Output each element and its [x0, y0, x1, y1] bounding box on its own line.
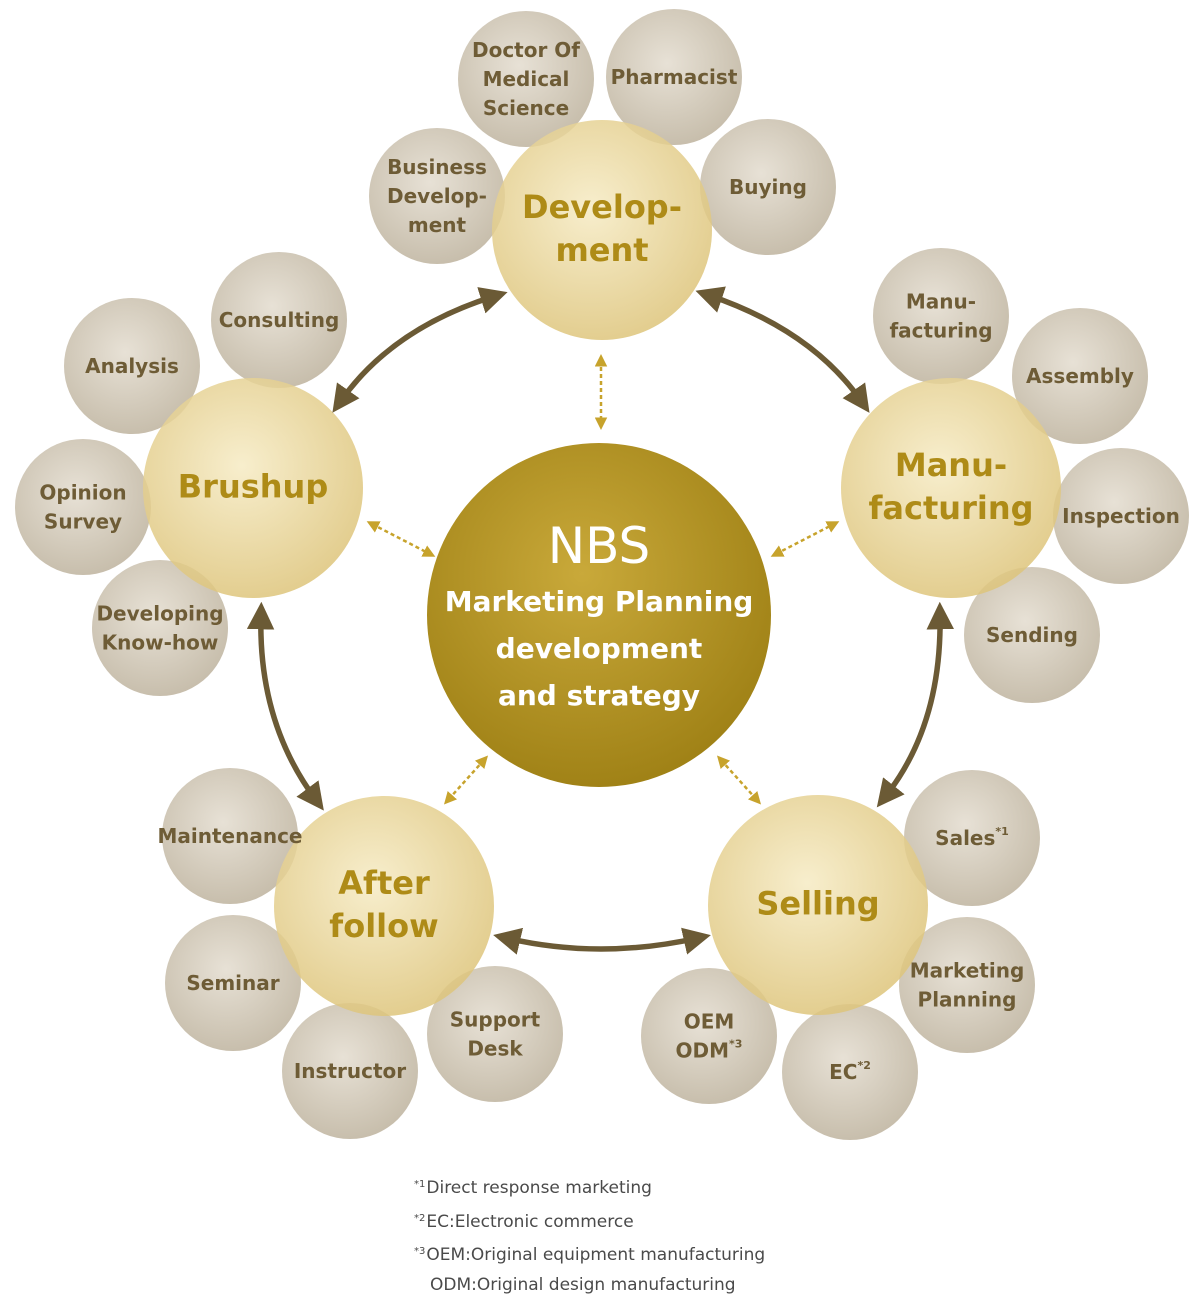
- footnote-oem: *3OEM:Original equipment manufacturing: [414, 1237, 934, 1271]
- footnote-mark: *3: [414, 1246, 426, 1257]
- footnotes: *1Direct response marketing *2EC:Electro…: [414, 1170, 934, 1300]
- satellite-sending: [964, 567, 1100, 703]
- dotted-arrow-selling: [716, 755, 762, 805]
- phase-selling: [708, 795, 928, 1015]
- arrow-manufacturing-selling: [876, 601, 955, 808]
- satellite-assembly: [1012, 308, 1148, 444]
- satellite-inspection: [1053, 448, 1189, 584]
- footnote-text: ODM:Original design manufacturing: [430, 1274, 736, 1295]
- satellite-label-manufacturing-sub: Manu-facturing: [889, 290, 992, 343]
- satellite-developing-know-how: [92, 560, 228, 696]
- phase-brushup: [143, 378, 363, 598]
- satellite-seminar: [165, 915, 301, 1051]
- satellite-pharmacist: [606, 9, 742, 145]
- dotted-arrow-brushup: [366, 521, 436, 557]
- satellite-instructor: [282, 1003, 418, 1139]
- footnote-direct-response: *1Direct response marketing: [414, 1170, 934, 1204]
- center-title: NBS: [548, 517, 651, 575]
- phase-development: [492, 120, 712, 340]
- satellite-label-consulting: Consulting: [219, 308, 340, 332]
- phase-label-development: Develop-ment: [522, 188, 682, 269]
- dotted-arrow-manufacturing: [770, 521, 840, 557]
- satellite-label-maintenance: Maintenance: [157, 824, 302, 848]
- footnote-ec: *2EC:Electronic commerce: [414, 1204, 934, 1238]
- satellite-marketing-planning: [899, 917, 1035, 1053]
- satellite-ec: [782, 1004, 918, 1140]
- footnote-text: OEM:Original equipment manufacturing: [426, 1245, 766, 1265]
- dotted-arrow-after-follow: [443, 755, 489, 805]
- satellite-consulting: [211, 252, 347, 388]
- phase-manufacturing: [841, 378, 1061, 598]
- satellite-manufacturing-sub: [873, 248, 1009, 384]
- footnote-text: Direct response marketing: [426, 1178, 652, 1198]
- footnote-mark: *1: [414, 1179, 426, 1190]
- satellite-label-assembly: Assembly: [1026, 364, 1134, 388]
- satellite-support-desk: [427, 966, 563, 1102]
- satellite-oem-odm: [641, 968, 777, 1104]
- phase-label-brushup: Brushup: [178, 468, 328, 506]
- satellite-buying: [700, 119, 836, 255]
- satellite-label-inspection: Inspection: [1062, 504, 1180, 528]
- satellite-label-seminar: Seminar: [186, 971, 279, 995]
- satellite-analysis: [64, 298, 200, 434]
- center-circle: [427, 443, 771, 787]
- satellite-label-pharmacist: Pharmacist: [611, 65, 738, 89]
- satellite-label-buying: Buying: [729, 175, 807, 199]
- satellite-doctor: [458, 11, 594, 147]
- footnote-text: EC:Electronic commerce: [426, 1211, 634, 1232]
- satellite-label-sending: Sending: [986, 623, 1078, 647]
- phase-after-follow: [274, 796, 494, 1016]
- phase-label-selling: Selling: [756, 885, 879, 923]
- satellite-opinion-survey: [15, 439, 151, 575]
- satellite-label-instructor: Instructor: [294, 1059, 406, 1083]
- satellite-label-analysis: Analysis: [85, 354, 179, 378]
- arrow-brushup-development: [332, 287, 508, 413]
- satellite-business-development: [369, 128, 505, 264]
- footnote-mark: *2: [414, 1212, 426, 1224]
- footnote-odm: ODM:Original design manufacturing: [414, 1271, 934, 1301]
- arrow-selling-after-follow: [493, 927, 711, 955]
- phase-label-manufacturing: Manu-facturing: [869, 446, 1034, 527]
- arrow-development-manufacturing: [695, 286, 870, 413]
- arrow-after-follow-brushup: [246, 601, 324, 811]
